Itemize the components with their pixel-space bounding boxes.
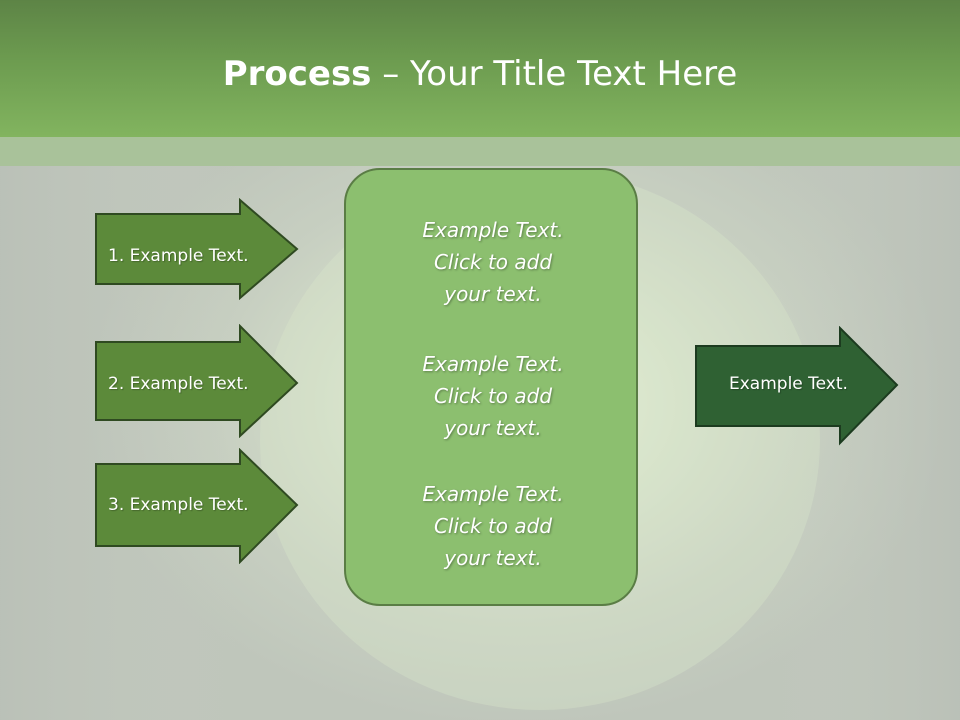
output-arrow[interactable] xyxy=(694,326,900,446)
slide-title[interactable]: Process – Your Title Text Here xyxy=(0,52,960,96)
center-paragraph-1: Example Text. Click to add your text. xyxy=(346,214,640,310)
paragraph-3-line-3: your text. xyxy=(444,546,542,570)
input-arrow-3-label: 3. Example Text. xyxy=(108,495,249,515)
paragraph-2-line-3: your text. xyxy=(444,416,542,440)
input-arrow-3[interactable] xyxy=(94,448,300,564)
center-paragraph-2: Example Text. Click to add your text. xyxy=(346,348,640,444)
paragraph-2-line-2: Click to add xyxy=(433,384,553,408)
title-bold: Process xyxy=(222,54,372,94)
paragraph-3-line-1: Example Text. xyxy=(422,482,564,506)
paragraph-1-line-2: Click to add xyxy=(433,250,553,274)
input-arrow-1[interactable] xyxy=(94,198,300,300)
paragraph-3-line-2: Click to add xyxy=(433,514,553,538)
input-arrow-2-label: 2. Example Text. xyxy=(108,374,249,394)
paragraph-1-line-3: your text. xyxy=(444,282,542,306)
center-text-box[interactable]: Example Text. Click to add your text. Ex… xyxy=(344,168,638,606)
input-arrow-1-label: 1. Example Text. xyxy=(108,246,249,266)
input-arrow-2[interactable] xyxy=(94,324,300,438)
paragraph-2-line-1: Example Text. xyxy=(422,352,564,376)
output-arrow-label: Example Text. xyxy=(729,374,848,394)
header-band xyxy=(0,0,960,137)
header-strip xyxy=(0,137,960,166)
paragraph-1-line-1: Example Text. xyxy=(422,218,564,242)
title-rest: – Your Title Text Here xyxy=(371,54,738,94)
center-paragraph-3: Example Text. Click to add your text. xyxy=(346,478,640,574)
